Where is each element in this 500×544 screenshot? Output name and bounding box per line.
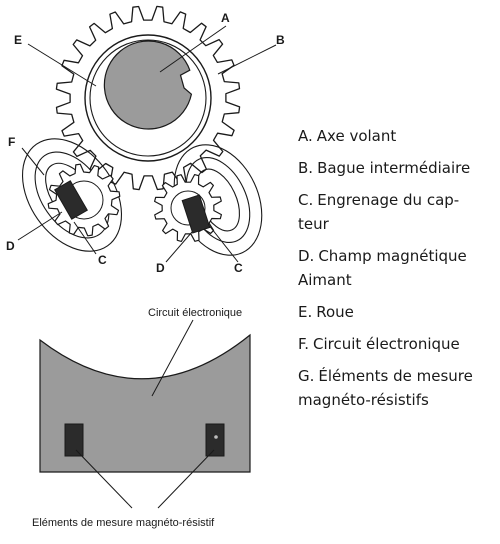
- legend-text: magnéto-résistifs: [298, 391, 429, 409]
- magnet-left: [54, 180, 88, 220]
- leader-circuit: [151, 319, 194, 397]
- sensing-element-right: [205, 423, 225, 457]
- leader-d-right: [165, 231, 193, 263]
- legend-text: Aimant: [298, 271, 352, 289]
- steering-axle: [103, 40, 193, 130]
- legend-item: F.Circuit électronique: [298, 332, 498, 356]
- leader-c-right: [207, 223, 239, 263]
- legend-text: Circuit électronique: [313, 335, 460, 353]
- legend-key: F.: [298, 335, 309, 353]
- label-f: F: [8, 135, 15, 149]
- legend-text: Engrenage du cap-: [317, 191, 460, 209]
- sensor-gear-left: [47, 163, 121, 237]
- legend-item: A.Axe volant: [298, 124, 498, 148]
- circuit-plate: [39, 333, 251, 473]
- legend-key: C.: [298, 191, 314, 209]
- legend-text: Axe volant: [316, 127, 397, 145]
- label-a: A: [221, 11, 230, 25]
- leader-c-left: [73, 221, 97, 255]
- label-d-left: D: [6, 239, 15, 253]
- legend-item: C.Engrenage du cap-teur: [298, 188, 498, 236]
- label-d-right: D: [156, 261, 165, 275]
- sensing-element-left: [64, 423, 84, 457]
- leader-d-left: [17, 211, 63, 241]
- sensor-gear-right-inner: [170, 190, 206, 226]
- sensing-element-right-dot: [214, 435, 218, 439]
- leader-element-right: [157, 449, 215, 509]
- legend-item: B.Bague intermédiaire: [298, 156, 498, 180]
- label-c-left: C: [98, 253, 107, 267]
- legend-key: D.: [298, 247, 315, 265]
- legend-key: A.: [298, 127, 313, 145]
- elements-caption: Eléments de mesure magnéto-résistif: [32, 517, 215, 529]
- legend-text: Roue: [316, 303, 354, 321]
- leader-element-left: [75, 449, 133, 509]
- legend-text: Bague intermédiaire: [317, 159, 471, 177]
- leader-e: [27, 43, 97, 87]
- intermediate-ring-inner: [89, 39, 207, 157]
- leader-b: [217, 44, 277, 75]
- legend-key: B.: [298, 159, 314, 177]
- label-e: E: [14, 33, 22, 47]
- legend-item: G.Éléments de mesure magnéto-résistifs: [298, 364, 498, 412]
- label-b: B: [276, 33, 285, 47]
- legend-key: G.: [298, 367, 315, 385]
- label-c-right: C: [234, 261, 243, 275]
- legend-item: E.Roue: [298, 300, 498, 324]
- leader-lines: [17, 25, 277, 263]
- legend-text: Éléments de mesure: [318, 367, 473, 385]
- legend-key: E.: [298, 303, 313, 321]
- magnet-right: [181, 194, 211, 234]
- circuit-caption: Circuit électronique: [148, 307, 242, 319]
- leader-a: [159, 25, 227, 73]
- legend-text: teur: [298, 215, 329, 233]
- legend-text: Champ magnétique: [318, 247, 467, 265]
- leader-f: [21, 147, 45, 176]
